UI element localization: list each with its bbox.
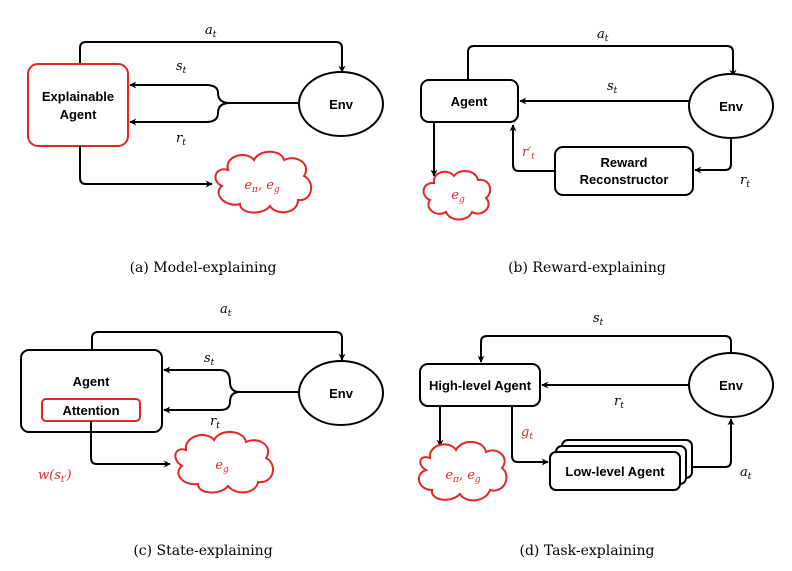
reward-edge [129,102,231,126]
reconstructor-label-line1: Reward [601,155,648,170]
low-level-agent-label: Low-level Agent [565,464,665,479]
panel-task-explaining: st rt High-level Agent Env gt Low-level … [417,311,774,559]
explanation-label: eπ, eg [445,468,481,485]
env-label: Env [719,99,744,114]
state-edge [163,366,298,393]
attention-label: Attention [62,403,119,418]
action-label: at [597,27,609,44]
reward-label: rt [740,173,750,190]
agent-label-line1: Explainable [42,89,114,104]
panel-reward-explaining: at st Agent Env rt Reward Reconstructor … [420,27,774,276]
reconstructed-reward-edge [509,124,555,172]
explanation-label: eg [451,188,465,205]
goal-edge [511,406,549,466]
high-level-agent-box [419,363,541,407]
caption-b: (b) Reward-explaining [508,260,666,276]
env-ellipse [688,352,774,418]
explanation-cloud [214,150,313,214]
caption-d: (d) Task-explaining [519,543,654,559]
goal-label: gt [521,425,533,442]
explanation-cloud [422,170,492,221]
agent-label: Agent [73,374,111,389]
env-ellipse [298,71,384,137]
state-edge [129,81,298,104]
reward-edge [694,138,732,174]
explanation-label: eg [215,458,229,475]
reward-label: rt [210,414,220,431]
reward-edge [163,391,241,414]
reconstructor-label-line2: Reconstructor [580,172,669,187]
env-ellipse [298,360,384,426]
action-label: at [205,23,217,40]
agent-label-line2: Agent [60,107,98,122]
explanation-edge [79,146,213,188]
explanation-cloud [417,441,508,502]
agent-label: Agent [451,94,489,109]
explanation-label: eπ, eg [244,178,280,195]
env-label: Env [329,386,354,401]
agent-box [420,79,519,123]
state-edge [477,335,732,363]
caption-c: (c) State-explaining [133,543,272,559]
high-level-agent-label: High-level Agent [429,378,532,393]
state-label: st [593,311,604,328]
action-label: at [220,302,232,319]
reward-label: rt [614,394,624,411]
action-edge [79,41,346,73]
action-edge [467,45,737,80]
state-label: st [176,59,187,76]
action-edge [692,418,735,468]
low-level-agent-box [549,451,681,491]
reward-label: rt [176,131,186,148]
explainable-agent-box [27,63,129,147]
state-label: st [204,351,215,368]
env-label: Env [329,97,354,112]
weight-label: w(st′) [38,468,72,485]
panel-model-explaining: at st rt Explainable Agent Env eπ, eg (a… [27,23,384,276]
reconstructed-reward-label: r′t [522,145,535,162]
action-label: at [740,465,752,482]
env-label: Env [719,378,744,393]
action-edge [91,331,346,361]
explanation-edge [90,421,171,468]
explanation-cloud [174,431,274,494]
caption-a: (a) Model-explaining [130,260,277,276]
panel-state-explaining: at st rt Agent Attention Env w(st′) eg (… [20,302,384,559]
state-label: st [607,79,618,96]
